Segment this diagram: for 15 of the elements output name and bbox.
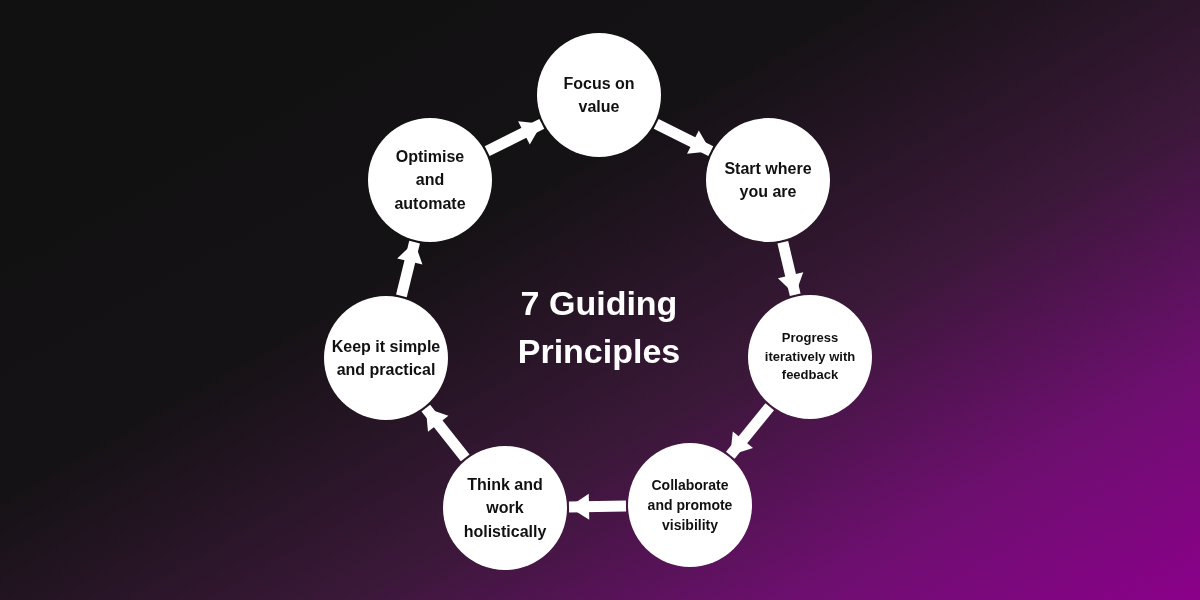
principle-text: Collaborate and promote visibility [646, 475, 734, 536]
arrow [653, 118, 714, 157]
principle-text: Progress iteratively with feedback [763, 328, 857, 385]
arrow [396, 240, 423, 298]
principle-text: Focus on value [562, 73, 636, 117]
arrow [777, 241, 804, 296]
principle-text: Keep it simple and practical [331, 336, 441, 380]
arrow [568, 493, 627, 520]
arrow [484, 118, 545, 157]
principle-text: Optimise and automate [393, 147, 467, 214]
arrow [726, 403, 774, 459]
diagram-title: 7 Guiding Principles [516, 283, 682, 372]
principle-text: Think and work holistically [462, 475, 548, 542]
principle-text: Start where you are [723, 158, 813, 202]
arrow [421, 404, 470, 462]
